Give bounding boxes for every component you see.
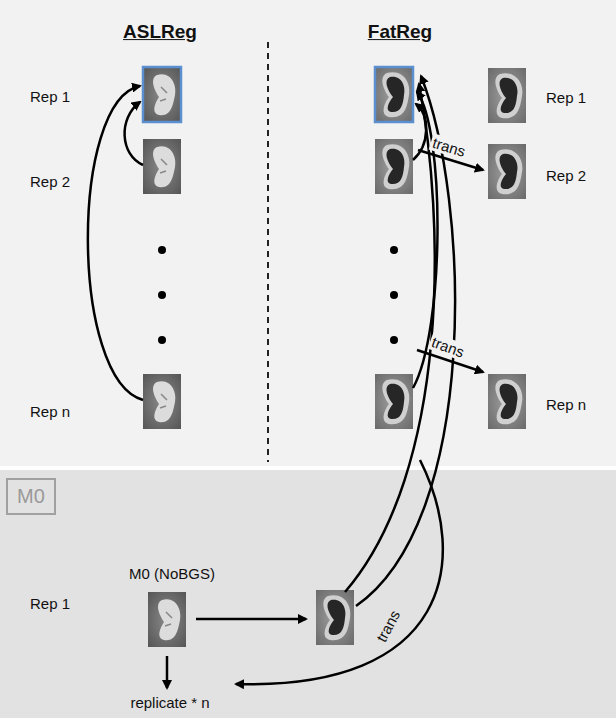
row-label: replicate * n <box>130 694 209 711</box>
section-title: M0 <box>17 485 45 508</box>
column-heading: FatReg <box>368 21 432 43</box>
row-label: Rep n <box>30 403 70 420</box>
row-label: Rep 1 <box>30 88 70 105</box>
row-label: Rep 1 <box>30 595 70 612</box>
row-label: M0 (NoBGS) <box>129 565 215 582</box>
registration-arrows <box>88 76 483 688</box>
kidney-images <box>143 67 526 647</box>
row-label: Rep 2 <box>546 167 586 184</box>
row-label: Rep n <box>546 396 586 413</box>
ellipsis-dots <box>158 246 398 344</box>
column-heading: ASLReg <box>123 21 197 43</box>
section-tag: M0 <box>6 478 56 515</box>
divider-line <box>267 42 269 462</box>
top-band <box>0 0 616 466</box>
row-label: Rep 2 <box>30 173 70 190</box>
row-label: Rep 1 <box>546 89 586 106</box>
